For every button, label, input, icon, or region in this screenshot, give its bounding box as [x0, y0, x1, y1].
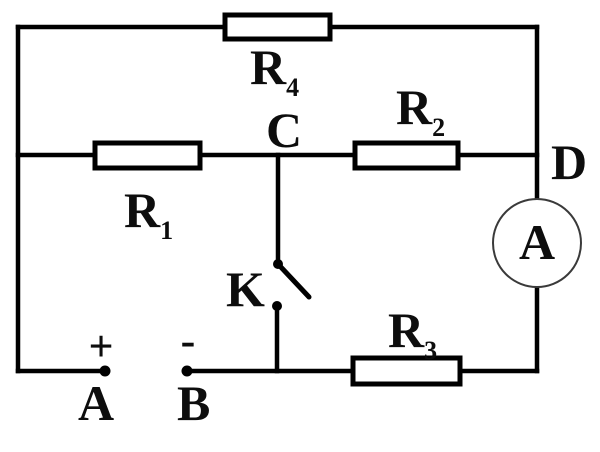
ammeter-label: A: [519, 214, 555, 270]
resistor-r2-label: R2: [396, 79, 445, 142]
switch-k-label: K: [226, 261, 265, 317]
resistor-r4-body: [222, 12, 333, 42]
terminal-b-label: B: [177, 375, 210, 431]
terminal-a-label: A: [78, 375, 114, 431]
resistor-r1-label: R1: [124, 182, 173, 245]
node-c-label: C: [266, 102, 302, 158]
ammeter-body: [492, 198, 582, 288]
terminal-a-dot: [99, 365, 111, 377]
node-d-label: D: [551, 134, 587, 190]
resistor-r1-body: [92, 140, 203, 171]
switch-hinge-dot: [273, 259, 283, 269]
plus-sign-label: +: [88, 322, 113, 371]
switch-lever: [275, 261, 312, 300]
minus-sign-label: -: [181, 316, 196, 365]
resistor-r4-label: R4: [250, 39, 299, 102]
resistor-r2-body: [352, 140, 461, 171]
resistor-r3-body: [350, 355, 463, 387]
resistor-r3-label: R3: [388, 302, 437, 365]
